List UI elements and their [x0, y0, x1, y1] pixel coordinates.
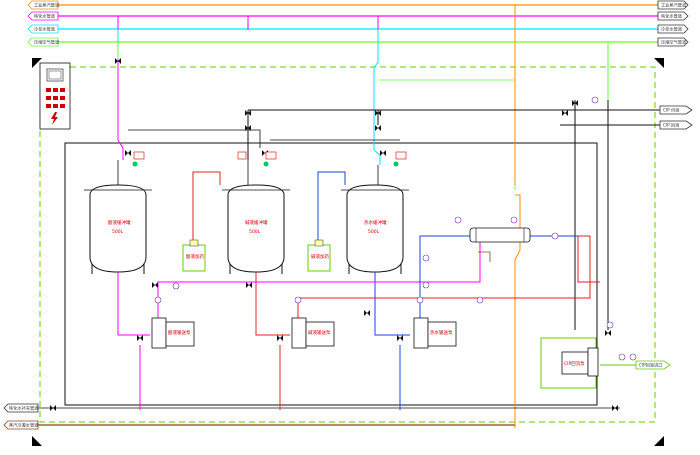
compressed-air-to-heat-exchanger	[378, 79, 516, 190]
svg-text:蒸汽冷凝水管道: 蒸汽冷凝水管道	[9, 422, 39, 429]
svg-text:热水输送泵: 热水输送泵	[430, 329, 453, 336]
red-loop-line	[577, 235, 600, 283]
utility-label-left-steam: 工业蒸汽管道	[27, 0, 60, 10]
svg-text:CIP 供液: CIP 供液	[663, 107, 680, 114]
svg-text:酸液缓冲罐: 酸液缓冲罐	[108, 219, 131, 226]
cip-return-pump: CIP回流泵	[540, 337, 599, 389]
cip-return-inlet-label: CIP回液进口	[635, 360, 671, 370]
svg-text:500L: 500L	[368, 229, 380, 235]
svg-text:CIP 回液: CIP 回液	[663, 122, 680, 129]
svg-text:压缩空气管道: 压缩空气管道	[661, 39, 687, 46]
svg-text:工业蒸汽管道: 工业蒸汽管道	[34, 2, 60, 9]
hot-water-transfer-pump: 热水输送泵	[413, 317, 457, 349]
svg-text:碱液加药: 碱液加药	[311, 253, 329, 260]
utility-label-left-purified-water: 纯化水管道	[27, 11, 59, 21]
svg-text:酸液加药: 酸液加药	[186, 253, 204, 260]
svg-text:500L: 500L	[249, 229, 261, 235]
boundary-corner-marker	[32, 436, 42, 446]
acid-dosing-unit: 酸液加药	[182, 239, 206, 272]
purified-water-to-tank1	[117, 16, 124, 160]
svg-text:纯化水管道: 纯化水管道	[34, 13, 56, 20]
alkali-tank: 碱液缓冲罐 500L	[222, 184, 290, 274]
boundary-corner-marker	[654, 58, 664, 68]
tank-top-instruments	[133, 151, 407, 160]
alkali-dosing-line	[317, 171, 346, 245]
high-voltage-icon	[51, 112, 58, 125]
acid-tank: 酸液缓冲罐 500L	[84, 184, 152, 274]
utility-label-left-compressed-air: 压缩空气管道	[27, 37, 60, 47]
svg-text:碱液输送泵: 碱液输送泵	[308, 329, 331, 336]
svg-text:CIP回液进口: CIP回液进口	[639, 362, 662, 369]
hot-water-tank-outlet-line	[374, 272, 410, 336]
alkali-pump-discharge	[297, 236, 591, 318]
acid-tank-outlet-line	[117, 272, 150, 336]
acid-transfer-pump: 酸液输送泵	[151, 317, 195, 349]
svg-text:冷却水管道: 冷却水管道	[34, 26, 56, 33]
cip-top-loop	[128, 129, 400, 148]
control-cabinet	[39, 62, 71, 130]
hot-water-pump-discharge	[419, 235, 470, 318]
svg-text:冷却水管道: 冷却水管道	[661, 26, 683, 33]
heat-exchanger	[469, 227, 531, 262]
acid-dosing-line	[192, 171, 221, 245]
utility-label-right-cooling-water: 冷却水管道	[657, 24, 689, 34]
utility-label-right-compressed-air: 压缩空气管道	[657, 37, 689, 47]
utility-label-left-cooling-water: 冷却水管道	[27, 24, 59, 34]
left-inlet-purified-water-label: 纯化水补充管道	[3, 403, 39, 413]
utility-label-right-purified-water: 纯化水管道	[657, 11, 689, 21]
steam-branch	[514, 5, 521, 428]
left-inlet-condensate-label: 蒸汽冷凝水管道	[3, 420, 39, 430]
svg-text:500L: 500L	[112, 229, 124, 235]
cip-return-output-label: CIP 回液	[659, 120, 693, 130]
instrument-bubbles	[154, 96, 637, 361]
svg-text:压缩空气管道: 压缩空气管道	[34, 39, 60, 46]
alkali-dosing-unit: 碱液加药	[307, 239, 331, 272]
cooling-water-branch	[373, 29, 381, 165]
svg-text:CIP回流泵: CIP回流泵	[564, 360, 585, 367]
boundary-corner-marker	[654, 436, 664, 446]
utility-label-right-steam: 工业蒸汽管道	[657, 0, 689, 10]
skid-boundary	[39, 66, 656, 423]
cip-supply-output-label: CIP 供液	[659, 105, 693, 115]
svg-text:纯化水补充管道: 纯化水补充管道	[9, 405, 39, 412]
svg-text:纯化水管道: 纯化水管道	[661, 13, 683, 20]
tank-top-green-valves	[132, 161, 399, 167]
svg-text:工业蒸汽管道: 工业蒸汽管道	[661, 2, 687, 9]
alkali-transfer-pump: 碱液输送泵	[291, 317, 335, 349]
svg-text:热水缓冲罐: 热水缓冲罐	[364, 219, 387, 226]
skid-frame	[64, 142, 598, 406]
boundary-corner-marker	[32, 58, 42, 68]
hot-water-tank: 热水缓冲罐 500L	[341, 184, 409, 274]
svg-text:酸液输送泵: 酸液输送泵	[168, 329, 191, 336]
valve-symbols	[50, 58, 618, 411]
svg-text:碱液缓冲罐: 碱液缓冲罐	[245, 219, 268, 226]
alkali-tank-outlet-line	[255, 272, 290, 336]
